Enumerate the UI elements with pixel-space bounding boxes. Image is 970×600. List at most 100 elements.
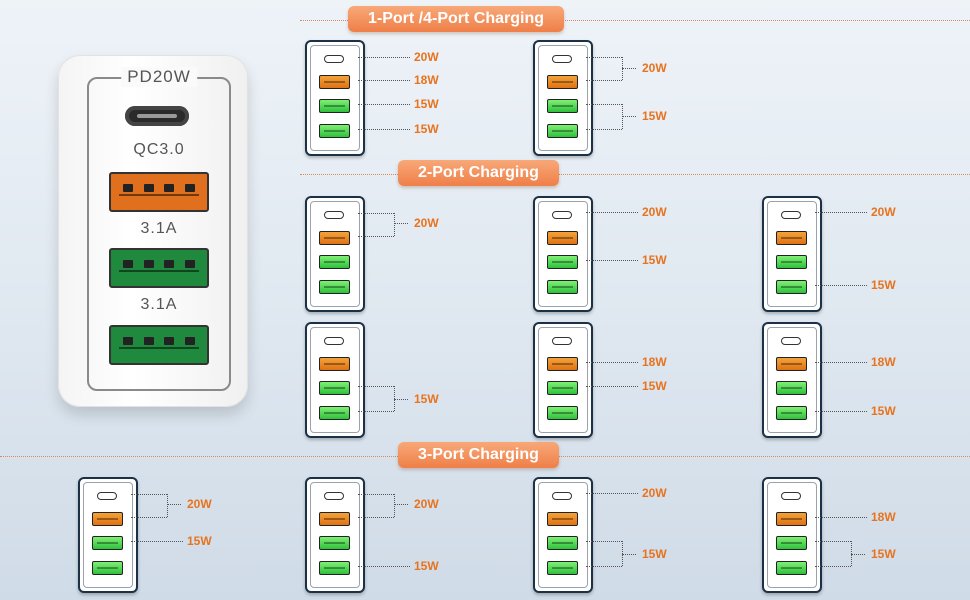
connector-line bbox=[358, 236, 394, 237]
card-inner-frame bbox=[767, 482, 817, 588]
connector-line bbox=[131, 517, 167, 518]
usb-a-green-port-icon bbox=[319, 561, 350, 575]
connector-line bbox=[358, 386, 394, 387]
usb-a-green-port-icon bbox=[109, 325, 209, 365]
connector-line bbox=[167, 494, 168, 517]
watt-label: 18W bbox=[871, 355, 896, 369]
watt-label: 15W bbox=[414, 392, 439, 406]
usb-a-orange-port-icon bbox=[547, 357, 578, 371]
watt-label: 18W bbox=[642, 355, 667, 369]
usb-a-green-port-icon bbox=[547, 280, 578, 294]
usb-a-green-port-icon bbox=[776, 406, 807, 420]
watt-label: 15W bbox=[187, 534, 212, 548]
card-inner-frame bbox=[310, 45, 360, 151]
usb-c-port-icon bbox=[324, 337, 344, 345]
watt-label: 15W bbox=[414, 122, 439, 136]
usb-a-green-port-icon bbox=[92, 561, 123, 575]
connector-line bbox=[851, 554, 865, 555]
usb-a-green-port-icon bbox=[319, 381, 350, 395]
connector-line bbox=[622, 541, 623, 566]
usb-a-green-port-icon bbox=[776, 561, 807, 575]
section-title-1-4-port: 1-Port /4-Port Charging bbox=[348, 6, 565, 32]
connector-line bbox=[358, 566, 410, 567]
connector-line bbox=[394, 504, 408, 505]
usb-a-green-port-icon bbox=[547, 124, 578, 138]
port-contacts bbox=[119, 347, 199, 357]
usb-a-orange-port-icon bbox=[776, 357, 807, 371]
charger-amp-label: 3.1A bbox=[140, 220, 178, 237]
usb-c-port-icon bbox=[324, 55, 344, 63]
port-diagram-card bbox=[533, 40, 593, 156]
usb-c-port-icon bbox=[97, 492, 117, 500]
usb-c-port-icon bbox=[781, 337, 801, 345]
usb-a-green-port-icon bbox=[547, 536, 578, 550]
connector-line bbox=[131, 494, 167, 495]
watt-label: 20W bbox=[871, 205, 896, 219]
watt-label: 20W bbox=[642, 205, 667, 219]
port-contacts bbox=[123, 337, 195, 345]
connector-line bbox=[586, 541, 622, 542]
usb-a-orange-port-icon bbox=[319, 512, 350, 526]
port-diagram-card bbox=[762, 477, 822, 593]
card-inner-frame bbox=[538, 201, 588, 307]
card-inner-frame bbox=[310, 201, 360, 307]
card-inner-frame bbox=[83, 482, 133, 588]
usb-c-port-icon bbox=[324, 492, 344, 500]
usb-a-green-port-icon bbox=[319, 124, 350, 138]
connector-line bbox=[586, 566, 622, 567]
usb-c-port-icon bbox=[552, 337, 572, 345]
watt-label: 20W bbox=[187, 497, 212, 511]
usb-c-port-icon bbox=[125, 106, 189, 126]
connector-line bbox=[815, 517, 867, 518]
watt-label: 20W bbox=[414, 497, 439, 511]
card-inner-frame bbox=[767, 327, 817, 433]
usb-a-orange-port-icon bbox=[319, 231, 350, 245]
connector-line bbox=[586, 260, 638, 261]
connector-line bbox=[358, 213, 394, 214]
port-contacts bbox=[119, 194, 199, 204]
watt-label: 15W bbox=[642, 253, 667, 267]
usb-a-green-port-icon bbox=[776, 280, 807, 294]
connector-line bbox=[815, 362, 867, 363]
card-inner-frame bbox=[538, 482, 588, 588]
connector-line bbox=[586, 386, 638, 387]
usb-a-green-port-icon bbox=[319, 536, 350, 550]
card-inner-frame bbox=[538, 45, 588, 151]
usb-c-port-icon bbox=[552, 55, 572, 63]
card-inner-frame bbox=[310, 482, 360, 588]
usb-a-green-port-icon bbox=[547, 406, 578, 420]
connector-line bbox=[586, 362, 638, 363]
watt-label: 20W bbox=[414, 50, 439, 64]
usb-a-orange-port-icon bbox=[547, 512, 578, 526]
connector-line bbox=[394, 494, 395, 517]
section-title-3-port: 3-Port Charging bbox=[398, 442, 559, 468]
connector-line bbox=[815, 411, 867, 412]
port-diagram-card bbox=[533, 196, 593, 312]
usb-a-orange-port-icon bbox=[776, 231, 807, 245]
connector-line bbox=[131, 541, 183, 542]
card-inner-frame bbox=[538, 327, 588, 433]
watt-label: 15W bbox=[871, 278, 896, 292]
watt-label: 15W bbox=[871, 547, 896, 561]
usb-a-green-port-icon bbox=[319, 255, 350, 269]
usb-a-green-port-icon bbox=[776, 381, 807, 395]
section-divider bbox=[300, 20, 970, 21]
usb-a-orange-port-icon bbox=[319, 75, 350, 89]
port-diagram-card bbox=[305, 196, 365, 312]
usb-c-port-icon bbox=[324, 211, 344, 219]
port-contacts bbox=[123, 260, 195, 268]
port-diagram-card bbox=[762, 322, 822, 438]
charger-qc-label: QC3.0 bbox=[133, 141, 185, 158]
usb-a-green-port-icon bbox=[319, 406, 350, 420]
charger-pd-label: PD20W bbox=[121, 67, 197, 87]
watt-label: 15W bbox=[871, 404, 896, 418]
usb-a-orange-port-icon bbox=[319, 357, 350, 371]
watt-label: 15W bbox=[414, 559, 439, 573]
connector-line bbox=[394, 213, 395, 236]
charger-face: PD20W QC3.0 3.1A 3.1A bbox=[87, 67, 231, 391]
section-title-2-port: 2-Port Charging bbox=[398, 160, 559, 186]
watt-label: 15W bbox=[642, 379, 667, 393]
connector-line bbox=[815, 566, 851, 567]
usb-a-green-port-icon bbox=[776, 536, 807, 550]
usb-a-orange-port-icon bbox=[776, 512, 807, 526]
